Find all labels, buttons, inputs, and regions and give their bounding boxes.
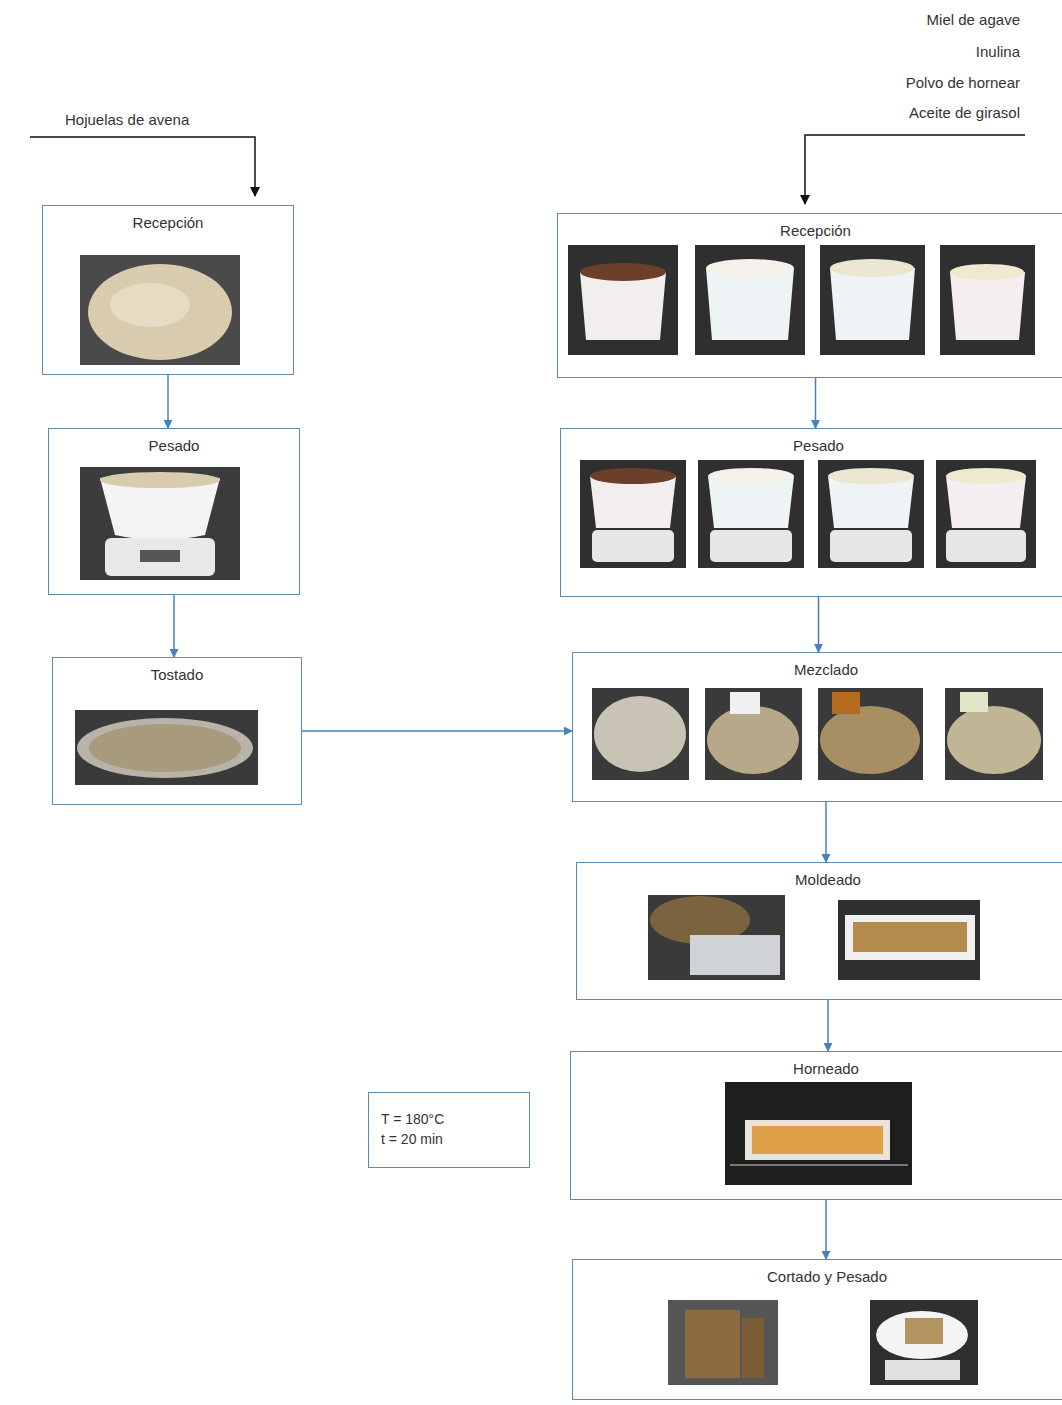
process-box: Tostado [52, 657, 302, 805]
process-box: Recepción [557, 213, 1062, 378]
step-title: Horneado [571, 1052, 1062, 1078]
moulding-photos [648, 895, 980, 980]
step-title: Moldeado [577, 863, 1062, 889]
flow-arrow [825, 802, 827, 862]
toasting-photo [75, 710, 258, 785]
step-title: Pesado [561, 429, 1062, 455]
input-label: Miel de agave [927, 11, 1020, 29]
step-title: Pesado [49, 429, 299, 455]
process-box: Pesado [560, 428, 1062, 597]
parameter-box: T = 180°Ct = 20 min [368, 1092, 530, 1168]
process-box: Pesado [48, 428, 300, 595]
flow-arrow [818, 597, 820, 652]
mixing-photos [592, 688, 1043, 780]
step-title: Cortado y Pesado [573, 1260, 1062, 1286]
input-line [30, 137, 255, 196]
bar-photos [668, 1300, 978, 1385]
step-title: Mezclado [573, 653, 1062, 679]
weighing-photos [580, 460, 1036, 568]
step-title: Tostado [53, 658, 301, 684]
process-box: Mezclado [572, 652, 1062, 802]
scale-photo [80, 467, 240, 580]
parameter-text: t = 20 min [369, 1129, 529, 1149]
flow-arrow [827, 1000, 829, 1051]
process-box: Moldeado [576, 862, 1062, 1000]
process-box: Horneado [570, 1051, 1062, 1200]
flow-arrow [173, 595, 175, 657]
flow-arrow [167, 375, 169, 428]
flow-arrow [815, 378, 817, 428]
input-label: Aceite de girasol [909, 104, 1020, 122]
process-box: Cortado y Pesado [572, 1259, 1062, 1400]
oven-photo [725, 1082, 912, 1185]
flow-arrow [825, 1200, 827, 1259]
input-label: Hojuelas de avena [65, 111, 189, 129]
flow-arrow [302, 730, 572, 732]
input-line [805, 135, 1025, 204]
input-label: Polvo de hornear [906, 74, 1020, 92]
oat-photo [80, 255, 240, 365]
input-label: Inulina [976, 43, 1020, 61]
step-title: Recepción [558, 214, 1062, 240]
process-box: Recepción [42, 205, 294, 375]
parameter-text: T = 180°C [369, 1093, 529, 1129]
step-title: Recepción [43, 206, 293, 232]
ingredient-photos [568, 245, 1035, 355]
